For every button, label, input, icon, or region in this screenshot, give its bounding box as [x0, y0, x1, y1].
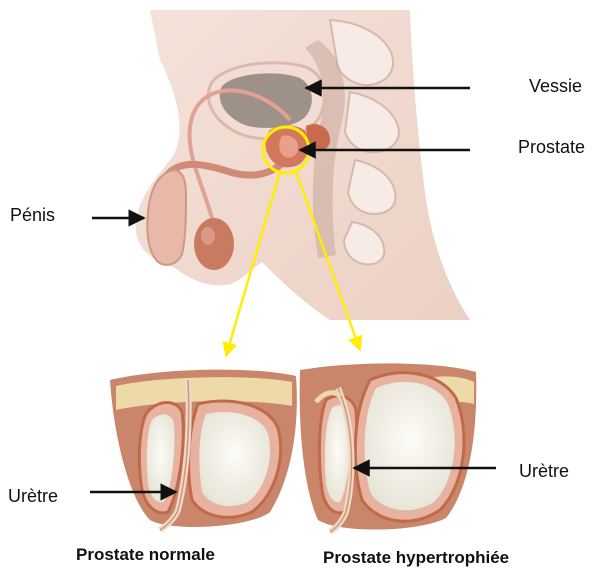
pelvis-sagittal-view	[136, 10, 470, 320]
label-vessie: Vessie	[529, 77, 582, 95]
hyper-gland-right-inner	[365, 382, 455, 510]
label-uretre-hypertrophied: Urètre	[519, 462, 569, 480]
testis-highlight	[201, 227, 215, 245]
normal-prostate-view	[110, 370, 297, 530]
caption-normal-prostate: Prostate normale	[76, 546, 215, 563]
label-penis: Pénis	[10, 206, 55, 224]
label-uretre-normal: Urètre	[8, 487, 58, 505]
hypertrophied-prostate-view	[300, 363, 477, 532]
label-prostate: Prostate	[518, 138, 585, 156]
caption-hypertrophied-prostate: Prostate hypertrophiée	[323, 549, 509, 566]
testis	[194, 218, 234, 270]
